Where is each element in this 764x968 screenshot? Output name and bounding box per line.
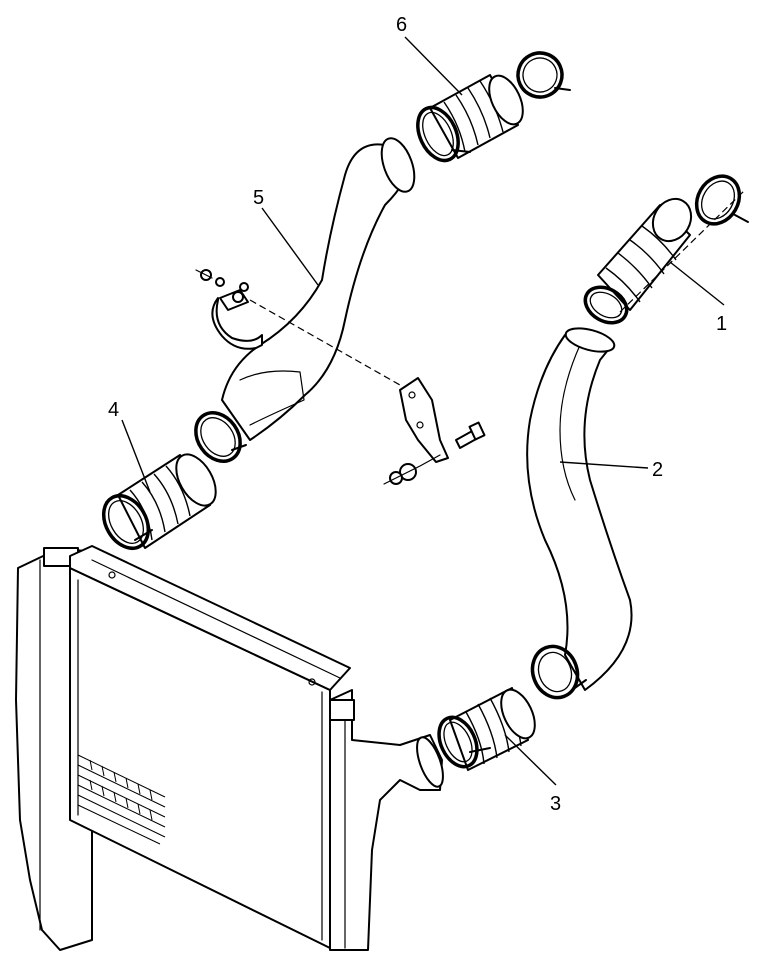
part-5-upper-hose: [194, 137, 416, 463]
callout-3: 3: [550, 793, 561, 815]
part-3-lower-boot: [437, 687, 536, 771]
leader-2: [559, 461, 649, 469]
callout-4: 4: [108, 399, 119, 421]
leader-lines: [121, 36, 725, 786]
part-1-upper-boot: [583, 174, 749, 325]
callout-2: 2: [652, 459, 663, 481]
cooler-top-rail: [69, 545, 351, 691]
callouts: 6 5 4 1 2 3: [108, 14, 727, 815]
callout-5: 5: [253, 187, 264, 209]
charge-air-cooler: [15, 545, 444, 951]
bracket-plate: [399, 377, 449, 463]
cooler-fins: [77, 754, 166, 845]
leader-3: [504, 734, 557, 786]
part-2-long-hose: [526, 327, 633, 700]
callout-1: 1: [716, 313, 727, 335]
part-4-left-boot: [101, 453, 217, 550]
mounting-bracket: [195, 269, 486, 485]
leader-5: [261, 207, 319, 286]
cooler-right-tank: [329, 689, 443, 951]
leader-6: [404, 36, 463, 96]
leader-4: [121, 419, 151, 493]
part-6-top-boot: [416, 51, 571, 163]
leader-1: [669, 261, 725, 306]
callout-6: 6: [396, 14, 407, 36]
